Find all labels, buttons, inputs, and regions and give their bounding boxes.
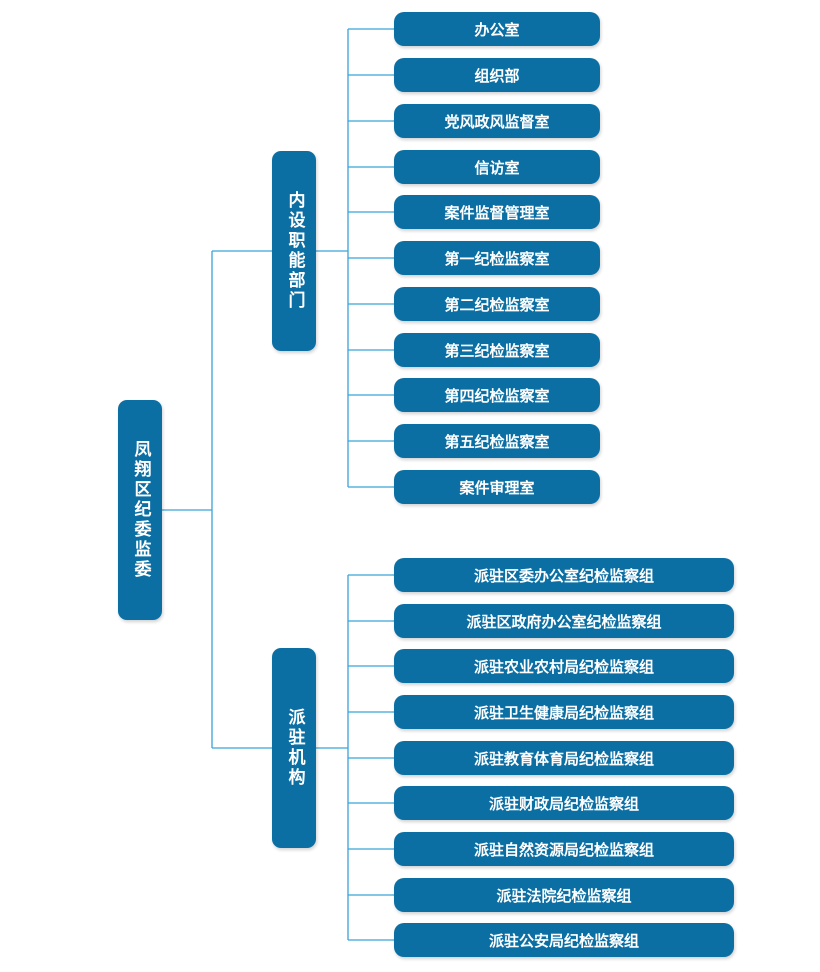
department-node: 第二纪检监察室 — [394, 287, 600, 321]
department-node: 组织部 — [394, 58, 600, 92]
agency-node: 派驻区委办公室纪检监察组 — [394, 558, 734, 592]
root-label: 凤翔区纪委监委 — [130, 440, 151, 580]
branch-node-dispatched-agencies: 派驻机构 — [272, 648, 316, 848]
department-node: 办公室 — [394, 12, 600, 46]
agency-node: 派驻农业农村局纪检监察组 — [394, 649, 734, 683]
branch-label: 内设职能部门 — [284, 191, 305, 311]
department-node: 案件监督管理室 — [394, 195, 600, 229]
agency-node: 派驻公安局纪检监察组 — [394, 923, 734, 957]
agency-node: 派驻法院纪检监察组 — [394, 878, 734, 912]
agency-node: 派驻区政府办公室纪检监察组 — [394, 604, 734, 638]
agency-node: 派驻卫生健康局纪检监察组 — [394, 695, 734, 729]
branch-label: 派驻机构 — [284, 708, 305, 788]
department-node: 案件审理室 — [394, 470, 600, 504]
department-node: 第一纪检监察室 — [394, 241, 600, 275]
agency-node: 派驻财政局纪检监察组 — [394, 786, 734, 820]
agency-node: 派驻自然资源局纪检监察组 — [394, 832, 734, 866]
department-node: 第三纪检监察室 — [394, 333, 600, 367]
department-node: 党风政风监督室 — [394, 104, 600, 138]
agency-node: 派驻教育体育局纪检监察组 — [394, 741, 734, 775]
branch-node-internal-departments: 内设职能部门 — [272, 151, 316, 351]
department-node: 第四纪检监察室 — [394, 378, 600, 412]
root-node: 凤翔区纪委监委 — [118, 400, 162, 620]
department-node: 信访室 — [394, 150, 600, 184]
department-node: 第五纪检监察室 — [394, 424, 600, 458]
